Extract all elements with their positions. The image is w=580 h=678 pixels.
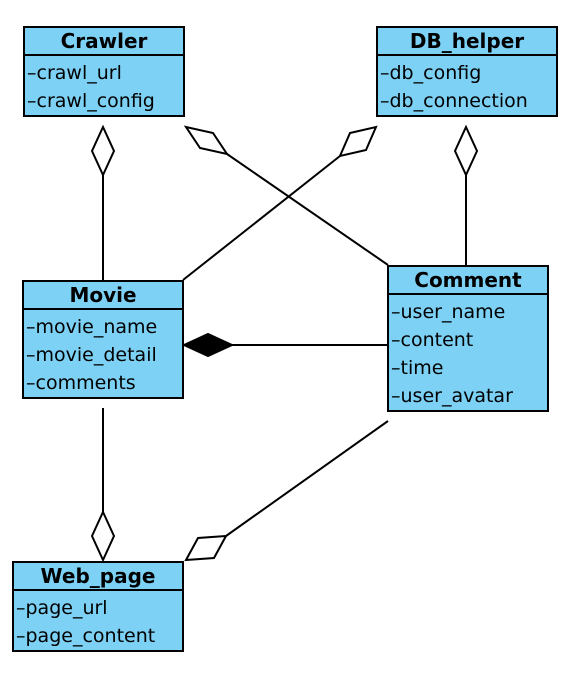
class-box-web-page: Web_page –page_url –page_content bbox=[12, 561, 184, 652]
class-name: Comment bbox=[389, 267, 547, 295]
class-attributes: –db_config –db_connection bbox=[378, 56, 556, 115]
aggregation-diamond-movie-webpage bbox=[90, 509, 116, 563]
class-name: DB_helper bbox=[378, 28, 556, 56]
class-attribute: –content bbox=[391, 329, 474, 351]
class-attribute: –comments bbox=[26, 372, 136, 394]
class-attribute: –time bbox=[391, 357, 444, 379]
class-name: Movie bbox=[24, 282, 182, 310]
aggregation-diamond-dbhelper-comment bbox=[453, 124, 479, 178]
class-box-crawler: Crawler –crawl_url –crawl_config bbox=[23, 26, 185, 117]
class-attributes: –page_url –page_content bbox=[14, 591, 182, 650]
class-name: Web_page bbox=[14, 563, 182, 591]
class-attribute: –crawl_url bbox=[27, 62, 122, 84]
edge-comment-webpage bbox=[225, 420, 389, 537]
class-attribute: –page_url bbox=[16, 597, 108, 619]
class-attributes: –user_name –content –time –user_avatar bbox=[389, 295, 547, 410]
class-attribute: –user_name bbox=[391, 301, 506, 323]
aggregation-diamond-comment-webpage bbox=[184, 534, 228, 562]
class-box-movie: Movie –movie_name –movie_detail –comments bbox=[22, 280, 184, 399]
class-attribute: –user_avatar bbox=[391, 385, 513, 407]
class-attribute: –page_content bbox=[16, 625, 156, 647]
edge-crawler-comment bbox=[226, 153, 389, 266]
class-attribute: –db_connection bbox=[380, 90, 528, 112]
aggregation-diamond-crawler-movie bbox=[90, 124, 116, 178]
class-attribute: –db_config bbox=[380, 62, 482, 84]
class-attributes: –movie_name –movie_detail –comments bbox=[24, 310, 182, 397]
class-attributes: –crawl_url –crawl_config bbox=[25, 56, 183, 115]
edge-dbhelper-movie bbox=[182, 155, 341, 281]
class-box-comment: Comment –user_name –content –time –user_avat… bbox=[387, 265, 549, 412]
class-attribute: –movie_detail bbox=[26, 344, 157, 366]
class-attribute: –crawl_config bbox=[27, 90, 155, 112]
class-attribute: –movie_name bbox=[26, 316, 158, 338]
class-box-db-helper: DB_helper –db_config –db_connection bbox=[376, 26, 558, 117]
composition-diamond-movie bbox=[181, 332, 235, 358]
aggregation-diamond-dbhelper-movie bbox=[338, 125, 378, 158]
class-name: Crawler bbox=[25, 28, 183, 56]
aggregation-diamond-crawler-comment bbox=[183, 125, 230, 156]
